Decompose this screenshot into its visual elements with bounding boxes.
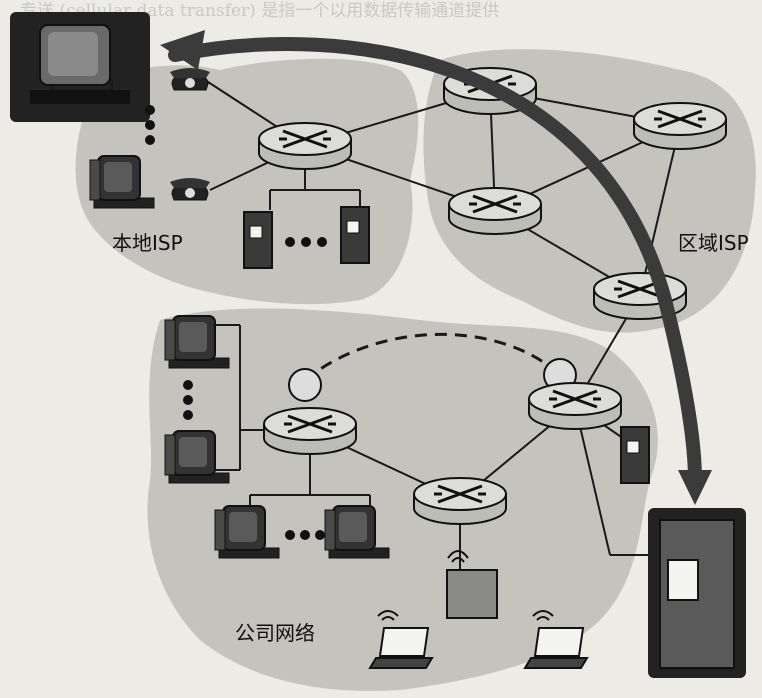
router-local-isp: [259, 123, 351, 169]
server-corporate-small: [621, 427, 649, 483]
dots-local-vertical: [145, 105, 155, 145]
router-corporate-3: [414, 478, 506, 524]
dots-corp-vertical: [183, 380, 193, 420]
router-regional-3: [449, 188, 541, 234]
router-corporate-2: [529, 383, 621, 429]
dots-local-servers: [285, 237, 327, 247]
dots-corp-horizontal: [285, 530, 325, 540]
router-corporate-1: [264, 408, 356, 454]
label-local-isp: 本地ISP: [112, 231, 183, 255]
host-remote-pc: [10, 12, 150, 122]
phone-top: [170, 68, 210, 90]
server-local-1: [244, 212, 272, 268]
server-local-2: [341, 207, 369, 263]
label-corporate-network: 公司网络: [235, 621, 315, 645]
arrow-head-start: [160, 30, 205, 70]
phone-bottom: [170, 178, 210, 200]
router-regional-2: [634, 103, 726, 149]
antenna-left: [289, 369, 321, 401]
arrow-head-end: [678, 470, 712, 505]
server-destination: [648, 508, 746, 678]
label-regional-isp: 区域ISP: [678, 231, 749, 255]
